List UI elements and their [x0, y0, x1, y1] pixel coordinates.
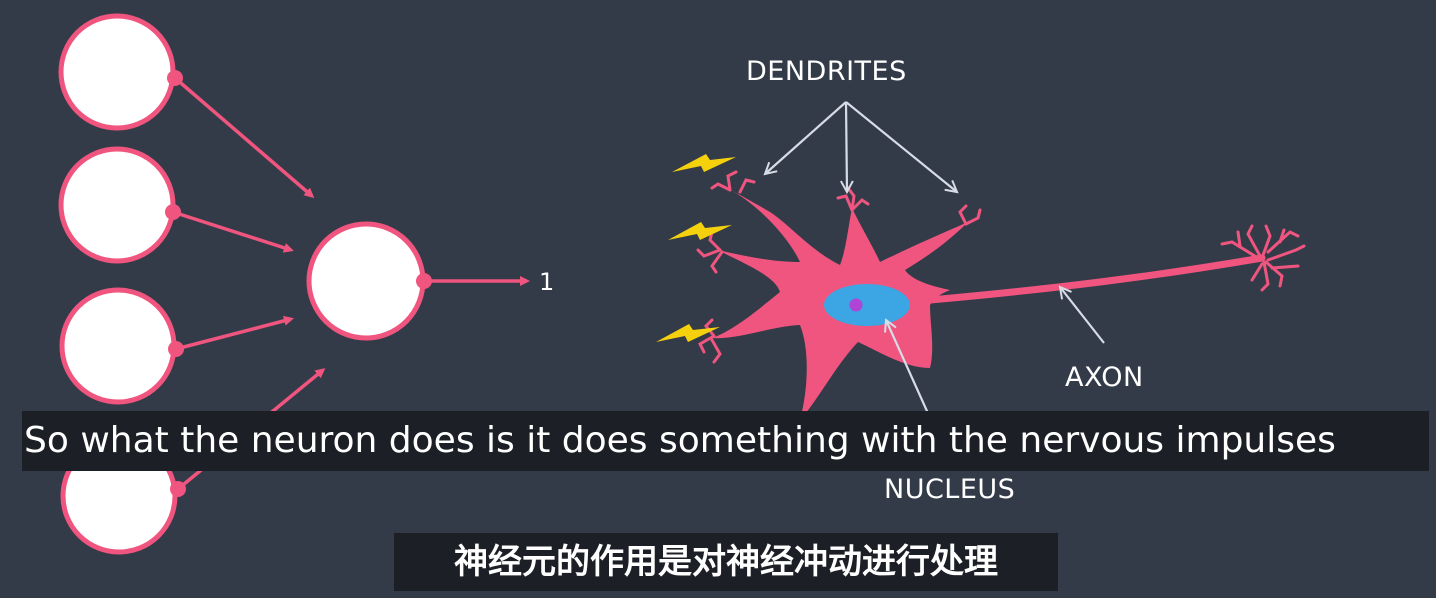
perceptron-diagram: 1	[58, 13, 554, 555]
output-node	[306, 221, 426, 341]
input-connection-2	[172, 210, 294, 253]
dendrite-arrow	[765, 101, 847, 174]
input-node-1	[58, 13, 176, 131]
connection-dot	[168, 341, 184, 357]
axon-label: AXON	[1065, 362, 1144, 393]
nucleolus	[849, 298, 863, 312]
connection-dot	[416, 273, 432, 289]
input-node-3	[59, 287, 177, 405]
dendrite-tips	[696, 170, 982, 364]
connection-dot	[165, 204, 181, 220]
biological-neuron	[656, 154, 1306, 420]
axon-arrow	[1060, 287, 1105, 344]
output-value-label: 1	[539, 268, 554, 296]
connection-dot	[167, 70, 183, 86]
lightning-bolt-icon	[672, 154, 736, 172]
lightning-bolt-icon	[656, 324, 720, 342]
input-node-2	[58, 146, 176, 264]
nucleus	[824, 284, 910, 326]
dendrite-arrow	[845, 101, 957, 192]
subtitle-english: So what the neuron does is it does somet…	[22, 411, 1429, 471]
subtitle-chinese: 神经元的作用是对神经冲动进行处理	[394, 533, 1058, 591]
nucleus-label: NUCLEUS	[884, 474, 1015, 505]
dendrites-label: DENDRITES	[746, 56, 907, 87]
input-connection-1	[173, 76, 315, 198]
axon-terminal	[1220, 224, 1306, 292]
dendrite-arrow	[846, 101, 847, 192]
axon	[926, 254, 1266, 304]
connection-dot	[170, 481, 186, 497]
lightning-bolt-icon	[668, 222, 732, 240]
input-connection-3	[175, 315, 294, 351]
